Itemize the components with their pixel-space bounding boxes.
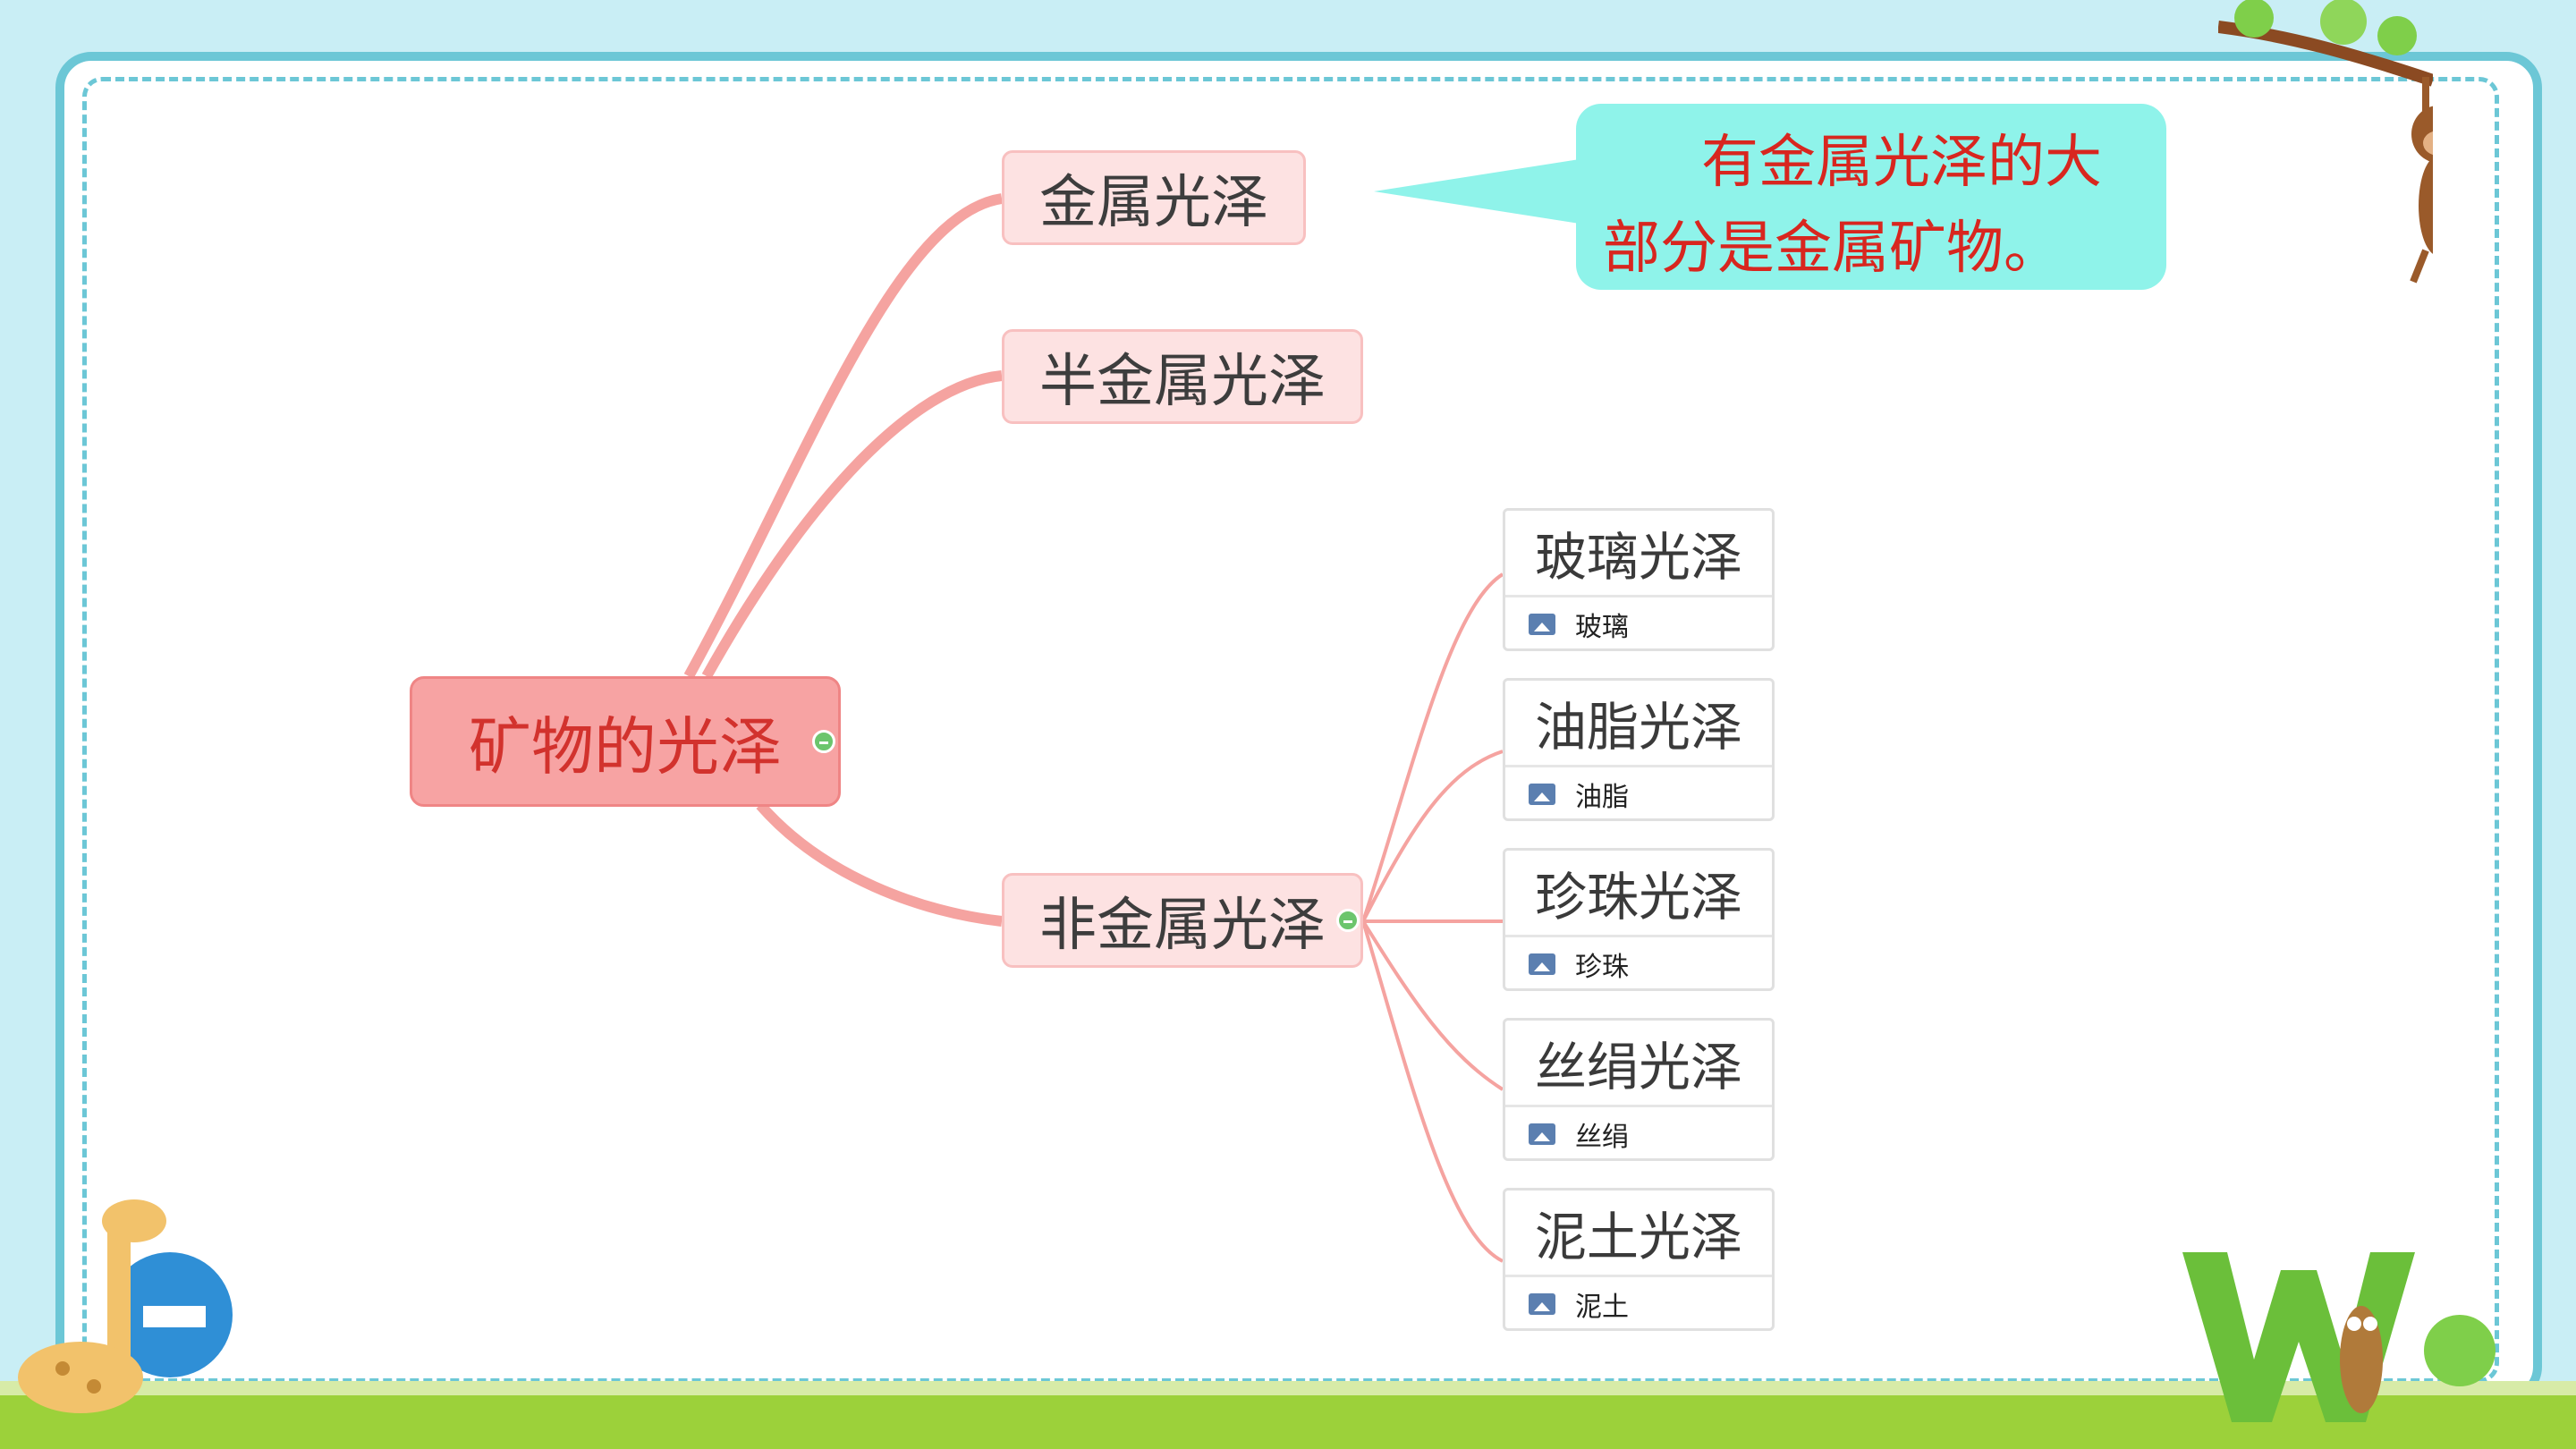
image-caption: 泥土: [1575, 1292, 1629, 1323]
subtopic-title: 泥土光泽: [1505, 1191, 1772, 1277]
branch-non-metallic[interactable]: 非金属光泽: [1002, 873, 1363, 968]
subtopic-image-row[interactable]: 泥土: [1505, 1277, 1772, 1331]
subtopic-silky[interactable]: 丝绢光泽 丝绢: [1503, 1018, 1775, 1161]
subtopic-greasy[interactable]: 油脂光泽 油脂: [1503, 678, 1775, 821]
image-icon: [1529, 614, 1555, 635]
subtopic-pearly[interactable]: 珍珠光泽 珍珠: [1503, 848, 1775, 991]
image-caption: 玻璃: [1575, 612, 1629, 643]
ground-strip: [0, 1381, 2576, 1397]
branch-label: 半金属光泽: [1039, 349, 1326, 415]
subtopic-image-row[interactable]: 珍珠: [1505, 937, 1772, 991]
image-caption: 丝绢: [1575, 1122, 1629, 1153]
image-icon: [1529, 1293, 1555, 1315]
subtopic-title: 珍珠光泽: [1505, 851, 1772, 937]
callout-note: 有金属光泽的大部分是金属矿物。: [1576, 104, 2166, 290]
image-icon: [1529, 1123, 1555, 1145]
subtopic-title: 丝绢光泽: [1505, 1021, 1772, 1107]
letter-w-icon: [2182, 1252, 2496, 1422]
image-caption: 油脂: [1575, 782, 1629, 813]
subtopic-image-row[interactable]: 丝绢: [1505, 1107, 1772, 1161]
branch-collapse-button[interactable]: [1336, 909, 1360, 932]
root-topic-label: 矿物的光泽: [469, 709, 782, 784]
grass-icon: [0, 1395, 2576, 1449]
root-topic[interactable]: 矿物的光泽: [410, 676, 841, 807]
dashed-border: [82, 77, 2499, 1383]
subtopic-title: 油脂光泽: [1505, 681, 1772, 767]
subtopic-image-row[interactable]: 玻璃: [1505, 597, 1772, 651]
subtopic-glass[interactable]: 玻璃光泽 玻璃: [1503, 508, 1775, 651]
subtopic-image-row[interactable]: 油脂: [1505, 767, 1772, 821]
callout-tail: [1374, 159, 1580, 224]
branch-label: 金属光泽: [1039, 170, 1268, 236]
branch-metallic[interactable]: 金属光泽: [1002, 150, 1306, 245]
image-caption: 珍珠: [1575, 952, 1629, 983]
image-icon: [1529, 784, 1555, 805]
branch-label: 非金属光泽: [1039, 893, 1326, 959]
branch-with-monkey-icon: [2218, 0, 2433, 284]
image-icon: [1529, 953, 1555, 975]
giraffe-icon: [18, 1199, 233, 1413]
subtopic-title: 玻璃光泽: [1505, 511, 1772, 597]
subtopic-earthy[interactable]: 泥土光泽 泥土: [1503, 1188, 1775, 1331]
branch-semi-metallic[interactable]: 半金属光泽: [1002, 329, 1363, 424]
root-collapse-button[interactable]: [812, 730, 835, 753]
